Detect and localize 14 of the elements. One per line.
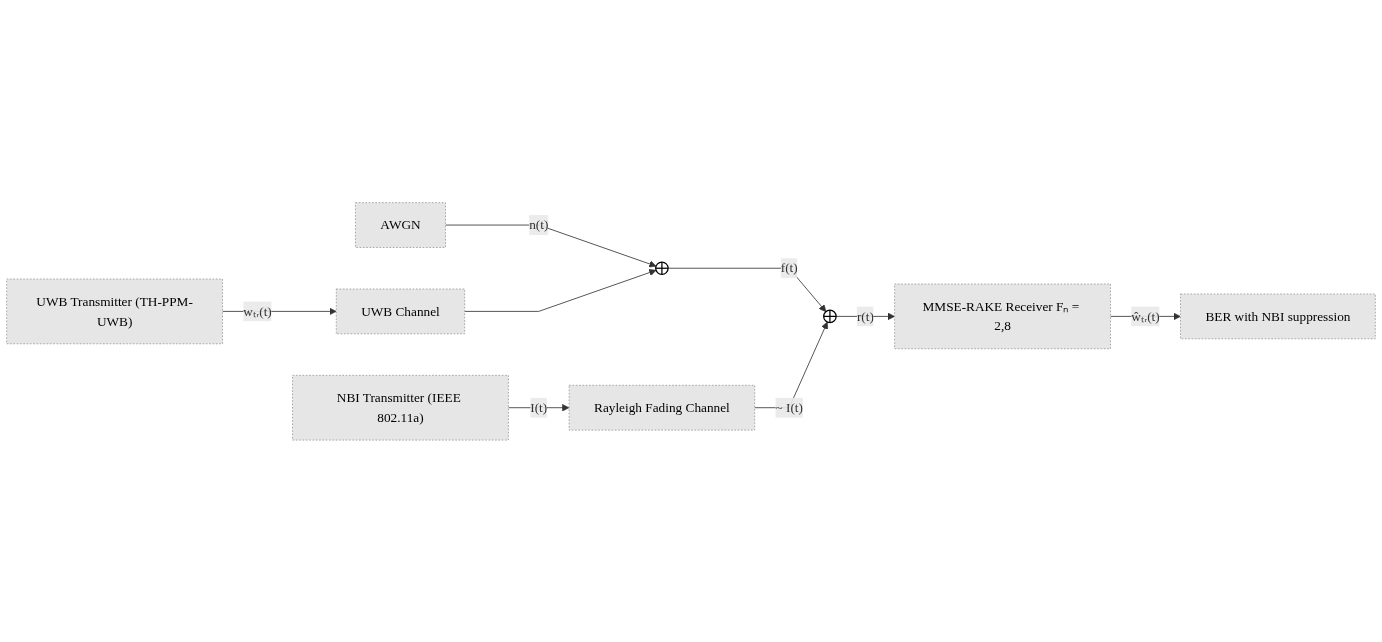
edge-label: ŵₜᵣ(t) xyxy=(1131,308,1160,323)
node-box: UWB Channel xyxy=(335,288,466,334)
node-box: AWGN xyxy=(355,201,446,248)
node-box: Rayleigh Fading Channel xyxy=(568,384,756,431)
edge-label: wₜᵣ(t) xyxy=(243,303,272,318)
node-box: MMSE-RAKE Receiver Fₙ = 2,8 xyxy=(894,283,1111,349)
edge-label: I(t) xyxy=(530,399,548,414)
node-box: BER with NBI suppression xyxy=(1180,293,1376,339)
edge-label: r(t) xyxy=(856,308,874,323)
edge-label: f(t) xyxy=(780,260,798,275)
node-box: UWB Transmitter (TH-PPM-UWB) xyxy=(6,278,223,344)
edge-label: n(t) xyxy=(529,217,549,232)
edge-label: ~ I(t) xyxy=(775,399,803,414)
node-box: NBI Transmitter (IEEE 802.11a) xyxy=(292,374,509,441)
